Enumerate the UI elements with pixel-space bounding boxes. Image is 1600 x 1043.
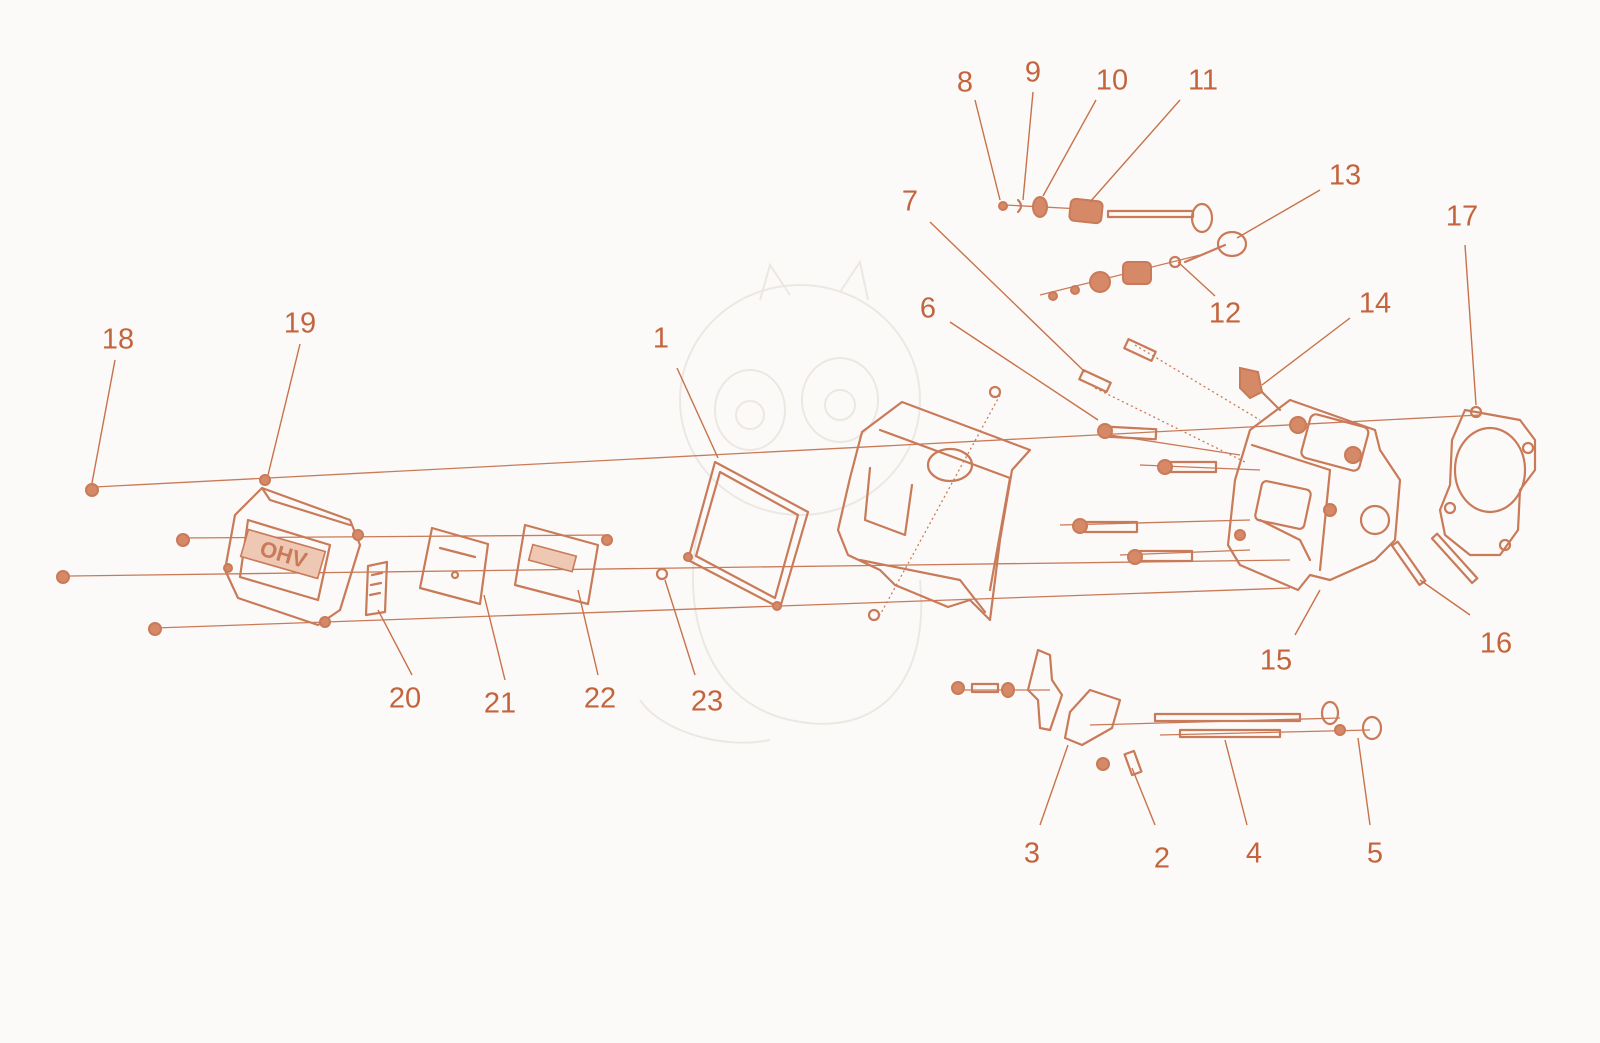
callout-8: 8 [957, 67, 973, 99]
callout-18: 18 [102, 324, 134, 356]
breather-plate-21 [418, 526, 490, 606]
valve-train [998, 196, 1248, 301]
callout-21: 21 [484, 688, 516, 720]
pushrod-guide-pins [1078, 338, 1157, 393]
small-seal-23 [655, 567, 669, 581]
breather-plate-22 [513, 523, 613, 606]
head-bolts [1072, 423, 1218, 565]
callout-11: 11 [1188, 65, 1218, 97]
callout-16: 16 [1480, 628, 1512, 660]
rocker-assembly [951, 648, 1383, 777]
callout-1: 1 [653, 323, 669, 355]
leader-lines [91, 91, 1477, 826]
callout-14: 14 [1359, 288, 1391, 320]
callout-20: 20 [389, 683, 421, 715]
breather-plate-20 [364, 560, 389, 617]
watermark-mascot [639, 259, 923, 744]
callout-13: 13 [1329, 160, 1361, 192]
callout-3: 3 [1024, 838, 1040, 870]
callout-15: 15 [1260, 645, 1292, 677]
head-gasket [1438, 405, 1537, 557]
head-shroud [836, 385, 1032, 622]
callout-17: 17 [1446, 201, 1478, 233]
cover-bolts [56, 483, 190, 636]
callout-4: 4 [1246, 838, 1262, 870]
callout-labels: 1 2 3 4 5 6 7 8 9 10 11 12 13 14 15 16 1… [102, 57, 1512, 875]
spark-plug [1239, 366, 1282, 412]
cover-gasket [683, 460, 810, 611]
callout-22: 22 [584, 683, 616, 715]
exhaust-studs [1390, 532, 1479, 587]
callout-6: 6 [920, 293, 936, 325]
callout-5: 5 [1367, 838, 1383, 870]
callout-10: 10 [1096, 65, 1128, 97]
callout-19: 19 [284, 308, 316, 340]
cylinder-head [1226, 398, 1402, 592]
callout-2: 2 [1154, 843, 1170, 875]
callout-9: 9 [1025, 57, 1041, 89]
callout-12: 12 [1209, 298, 1241, 330]
valve-cover: OHV [223, 474, 364, 628]
callout-23: 23 [691, 686, 723, 718]
callout-7: 7 [902, 186, 918, 218]
